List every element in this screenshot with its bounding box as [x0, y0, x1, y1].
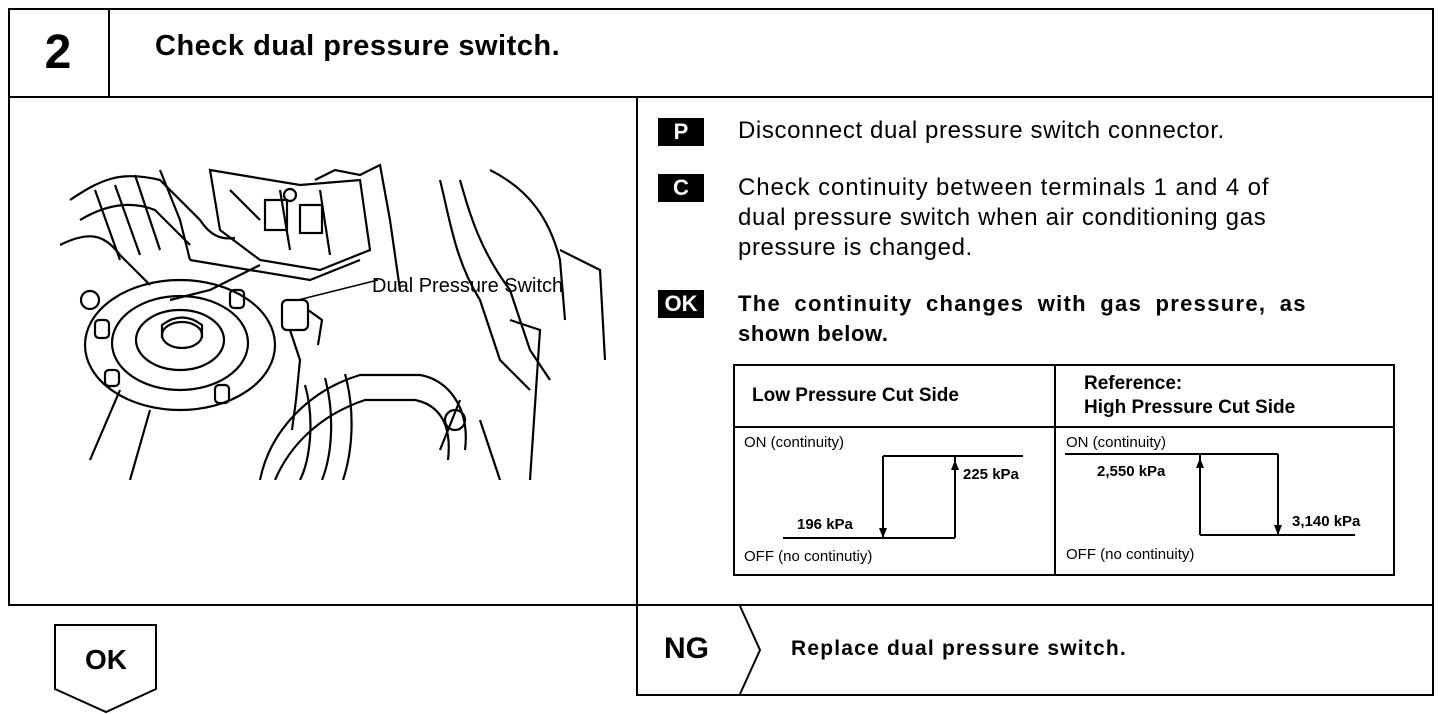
step-number-box: [8, 8, 110, 98]
high-off-label: OFF (no continuity): [1066, 546, 1195, 563]
high-rising-value: 2,550 kPa: [1097, 463, 1166, 480]
low-rising-value: 225 kPa: [963, 466, 1019, 483]
step-title: Check dual pressure switch.: [155, 30, 561, 62]
low-off-label: OFF (no continutiy): [744, 548, 873, 565]
continuity-table: [733, 364, 1395, 576]
ng-result-box: [636, 604, 1434, 696]
step-number: 2: [44, 26, 72, 79]
procedure-icon: P: [658, 118, 704, 146]
ng-chevron: [739, 605, 762, 695]
check-icon: C: [658, 174, 704, 202]
table-column-divider: [1054, 364, 1056, 576]
high-falling-value: 3,140 kPa: [1292, 513, 1361, 530]
low-on-label: ON (continuity): [744, 434, 845, 451]
callout-label: Dual Pressure Switch: [372, 275, 563, 297]
criteria-line: shown below.: [738, 321, 889, 346]
column-divider: [636, 96, 638, 696]
ng-result-label: NG: [664, 632, 709, 665]
ok-result-badge: [54, 624, 157, 714]
engine-bay-illustration: Dual Pressure Switch: [60, 163, 607, 480]
table-header-low: Low Pressure Cut Side: [752, 385, 959, 406]
instruction-check-line: Check continuity between terminals 1 and…: [738, 174, 1270, 201]
ng-action-text: Replace dual pressure switch.: [791, 637, 1127, 660]
table-header-high: High Pressure Cut Side: [1084, 397, 1296, 418]
low-falling-value: 196 kPa: [797, 516, 853, 533]
instruction-check-line: dual pressure switch when air conditioni…: [738, 204, 1267, 231]
criteria-line: The continuity changes with gas pressure…: [738, 291, 1307, 316]
high-pressure-diagram: [1065, 453, 1355, 536]
instruction-check: Check continuity between terminals 1 and…: [738, 173, 1403, 263]
table-header-reference: Reference:: [1084, 373, 1183, 394]
low-pressure-diagram: [783, 455, 1023, 539]
criteria-text: The continuity changes with gas pressure…: [738, 289, 1403, 349]
instruction-disconnect: Disconnect dual pressure switch connecto…: [738, 117, 1225, 144]
high-on-label: ON (continuity): [1066, 434, 1167, 451]
instruction-check-line: pressure is changed.: [738, 234, 973, 261]
table-header-divider: [733, 426, 1395, 428]
ok-result-label: OK: [85, 644, 127, 675]
ok-criteria-icon: OK: [658, 290, 704, 318]
